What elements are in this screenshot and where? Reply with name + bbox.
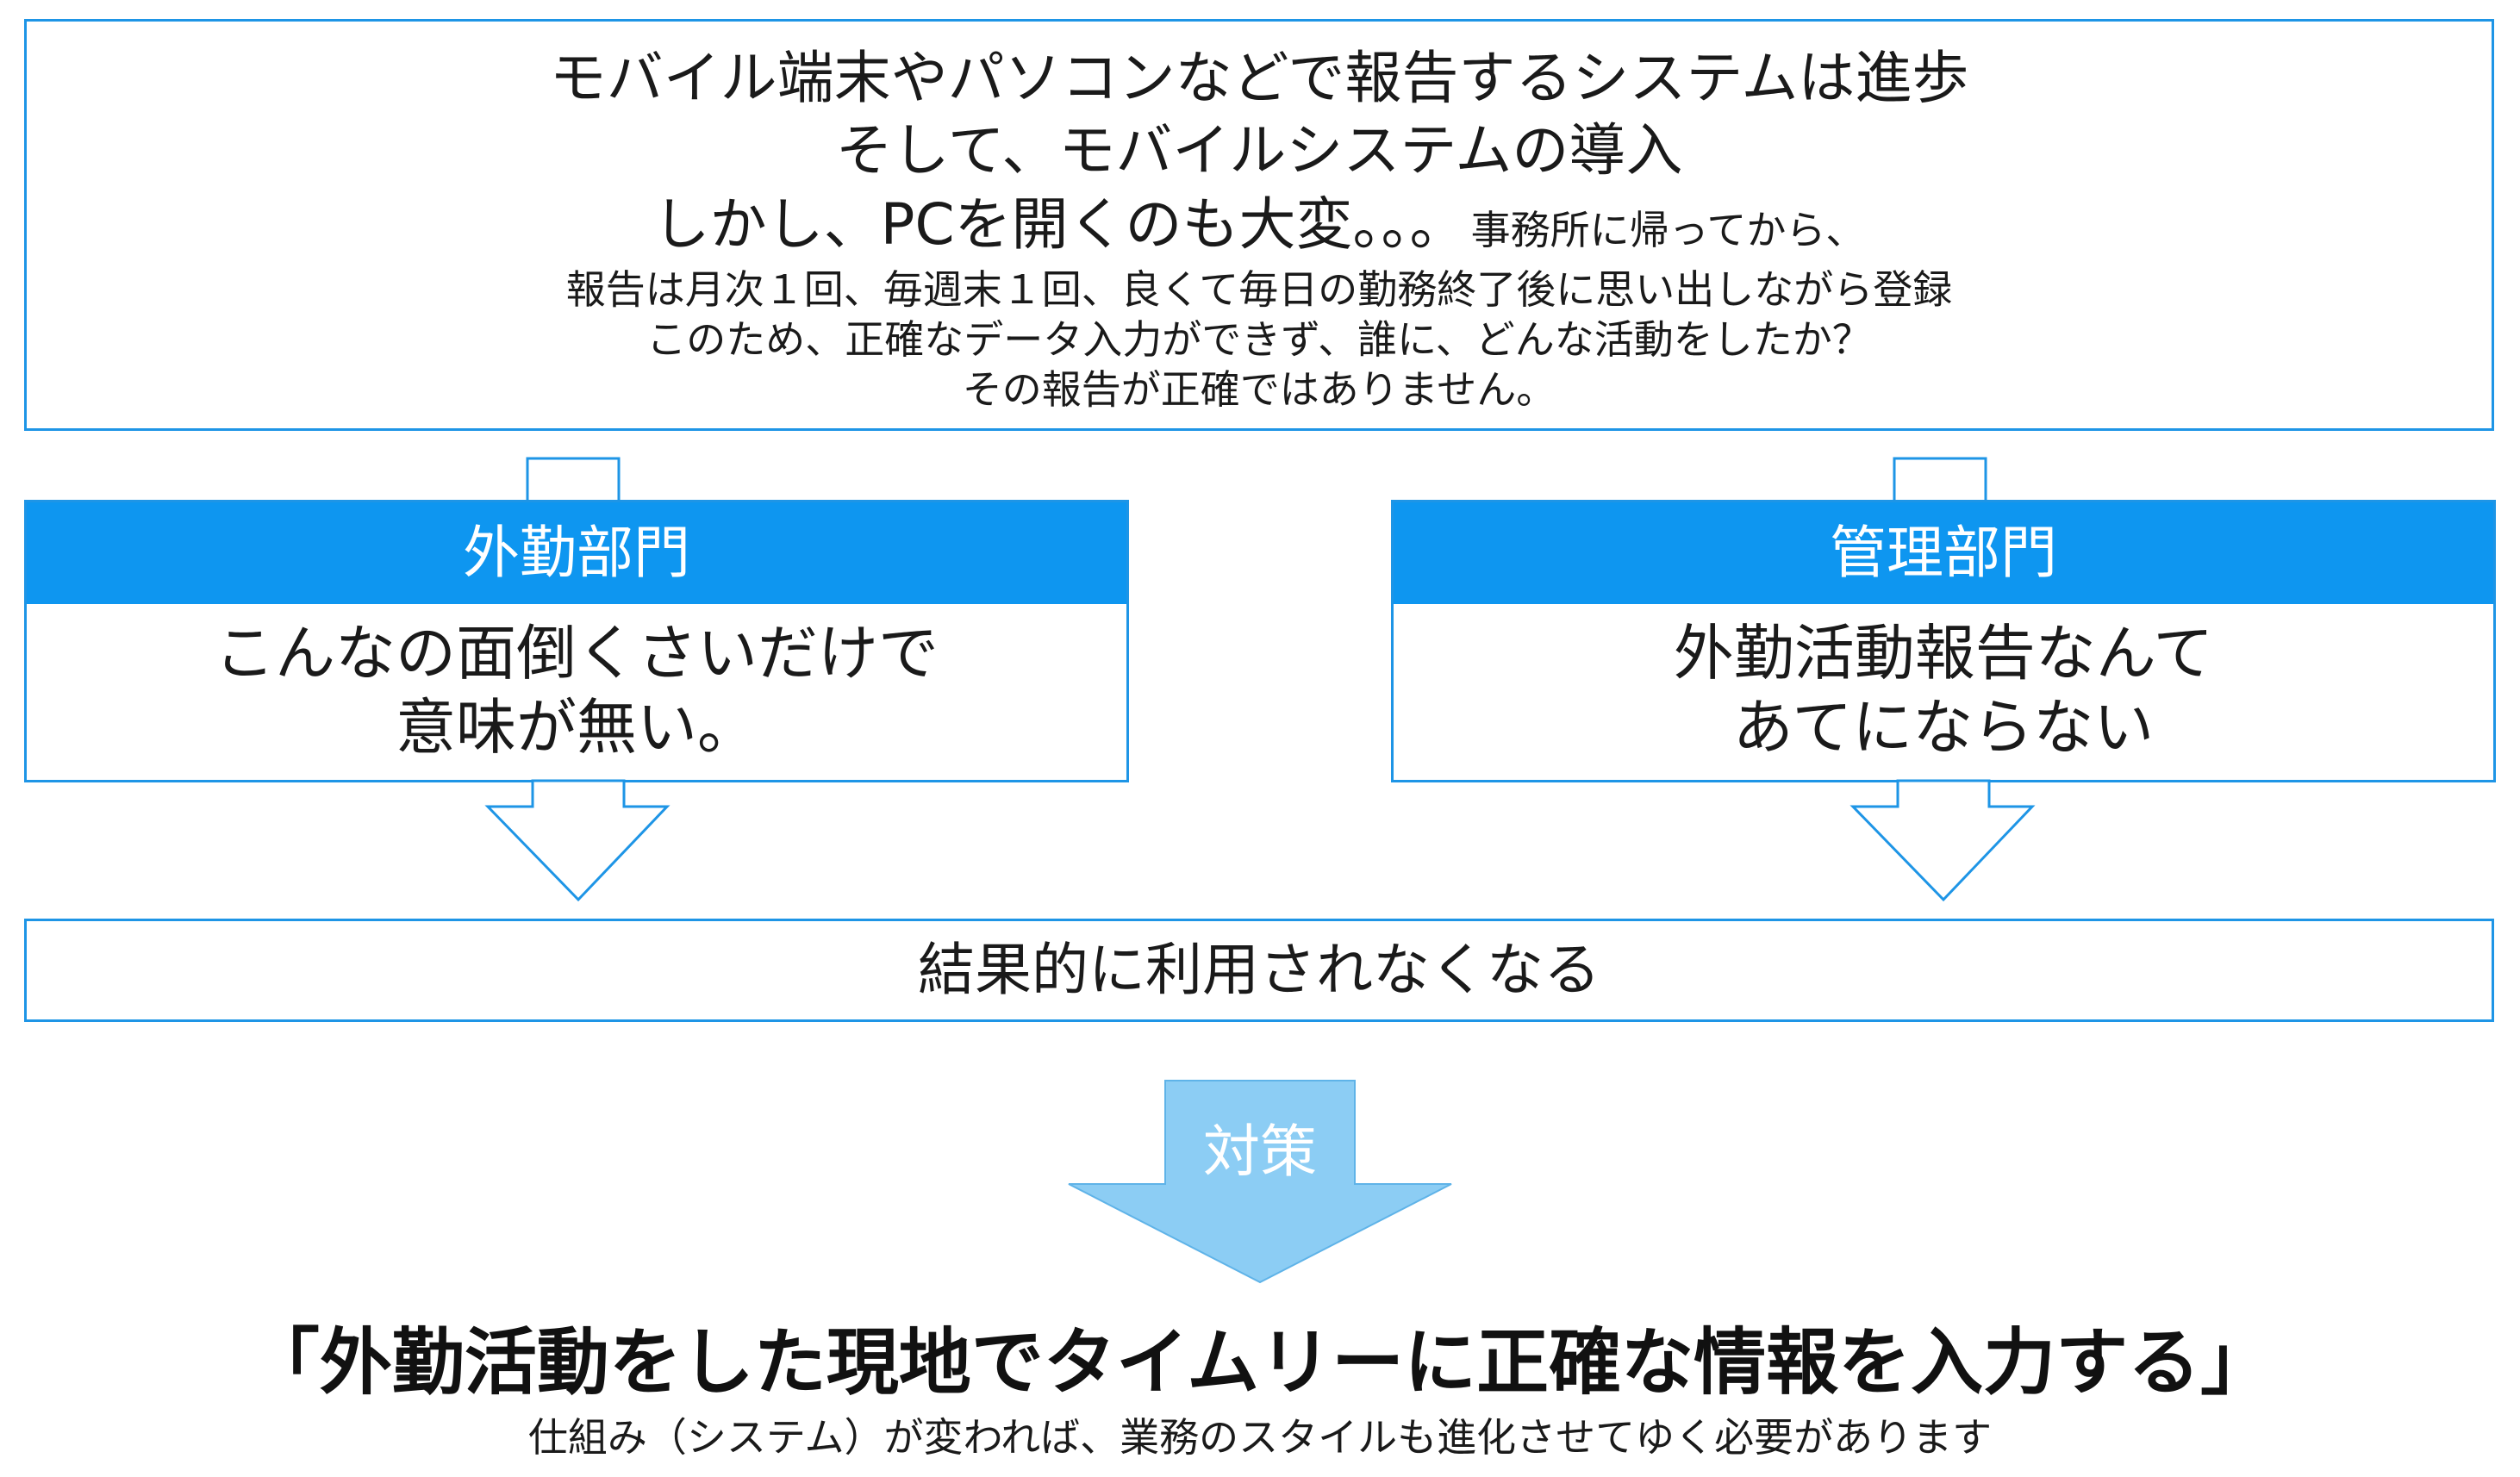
field-dept-line-2: 意味が無い。 xyxy=(396,692,758,763)
result-text: 結果的に利用されなくなる xyxy=(918,937,1600,1003)
admin-dept-line-2: あてにならない xyxy=(1732,692,2155,763)
top-line-3-small: 事務所に帰ってから、 xyxy=(1470,207,1866,253)
down-arrow-left xyxy=(484,779,671,902)
admin-dept-header: 管理部門 xyxy=(1394,502,2493,604)
admin-dept-line-1: 外勤活動報告なんて xyxy=(1673,618,2214,689)
top-line-6: その報告が正確ではありません。 xyxy=(962,366,1556,413)
connector-left xyxy=(526,457,621,502)
measure-arrow xyxy=(1068,1080,1452,1284)
conclusion-subline: 仕組み（システム）が変われば、業務のスタイルも進化させてゆく必要があります xyxy=(527,1414,1993,1461)
top-line-1: モバイル端末やパソコンなどで報告するシステムは進歩 xyxy=(549,45,1969,111)
top-line-3-main: しかし、PCを開くのも大変。。。 xyxy=(652,191,1467,258)
field-dept-header: 外勤部門 xyxy=(27,502,1126,604)
conclusion-headline: 「外勤活動をした現地でタイムリーに正確な情報を入力する」 xyxy=(246,1320,2274,1405)
measure-label: 対策 xyxy=(1203,1119,1317,1185)
field-dept-line-1: こんなの面倒くさいだけで xyxy=(215,618,939,689)
top-summary-box: モバイル端末やパソコンなどで報告するシステムは進歩 そして、モバイルシステムの導… xyxy=(24,19,2494,431)
top-line-2: そして、モバイルシステムの導入 xyxy=(835,117,1683,184)
result-box: 結果的に利用されなくなる xyxy=(24,919,2494,1022)
field-dept-body: こんなの面倒くさいだけで 意味が無い。 xyxy=(27,616,1126,764)
top-line-4: 報告は月次１回、毎週末１回、良くて毎日の勤務終了後に思い出しながら登録 xyxy=(565,266,1953,313)
connector-right xyxy=(1893,457,1987,502)
admin-dept-body: 外勤活動報告なんて あてにならない xyxy=(1394,616,2493,764)
top-line-3: しかし、PCを開くのも大変。。。 事務所に帰ってから、 xyxy=(27,190,2492,274)
admin-dept-panel: 管理部門 外勤活動報告なんて あてにならない xyxy=(1391,500,2496,782)
top-line-5: このため、正確なデータ入力ができず、誰に、どんな活動をしたか？ xyxy=(646,316,1872,363)
field-dept-panel: 外勤部門 こんなの面倒くさいだけで 意味が無い。 xyxy=(24,500,1129,782)
down-arrow-right xyxy=(1849,779,2036,902)
